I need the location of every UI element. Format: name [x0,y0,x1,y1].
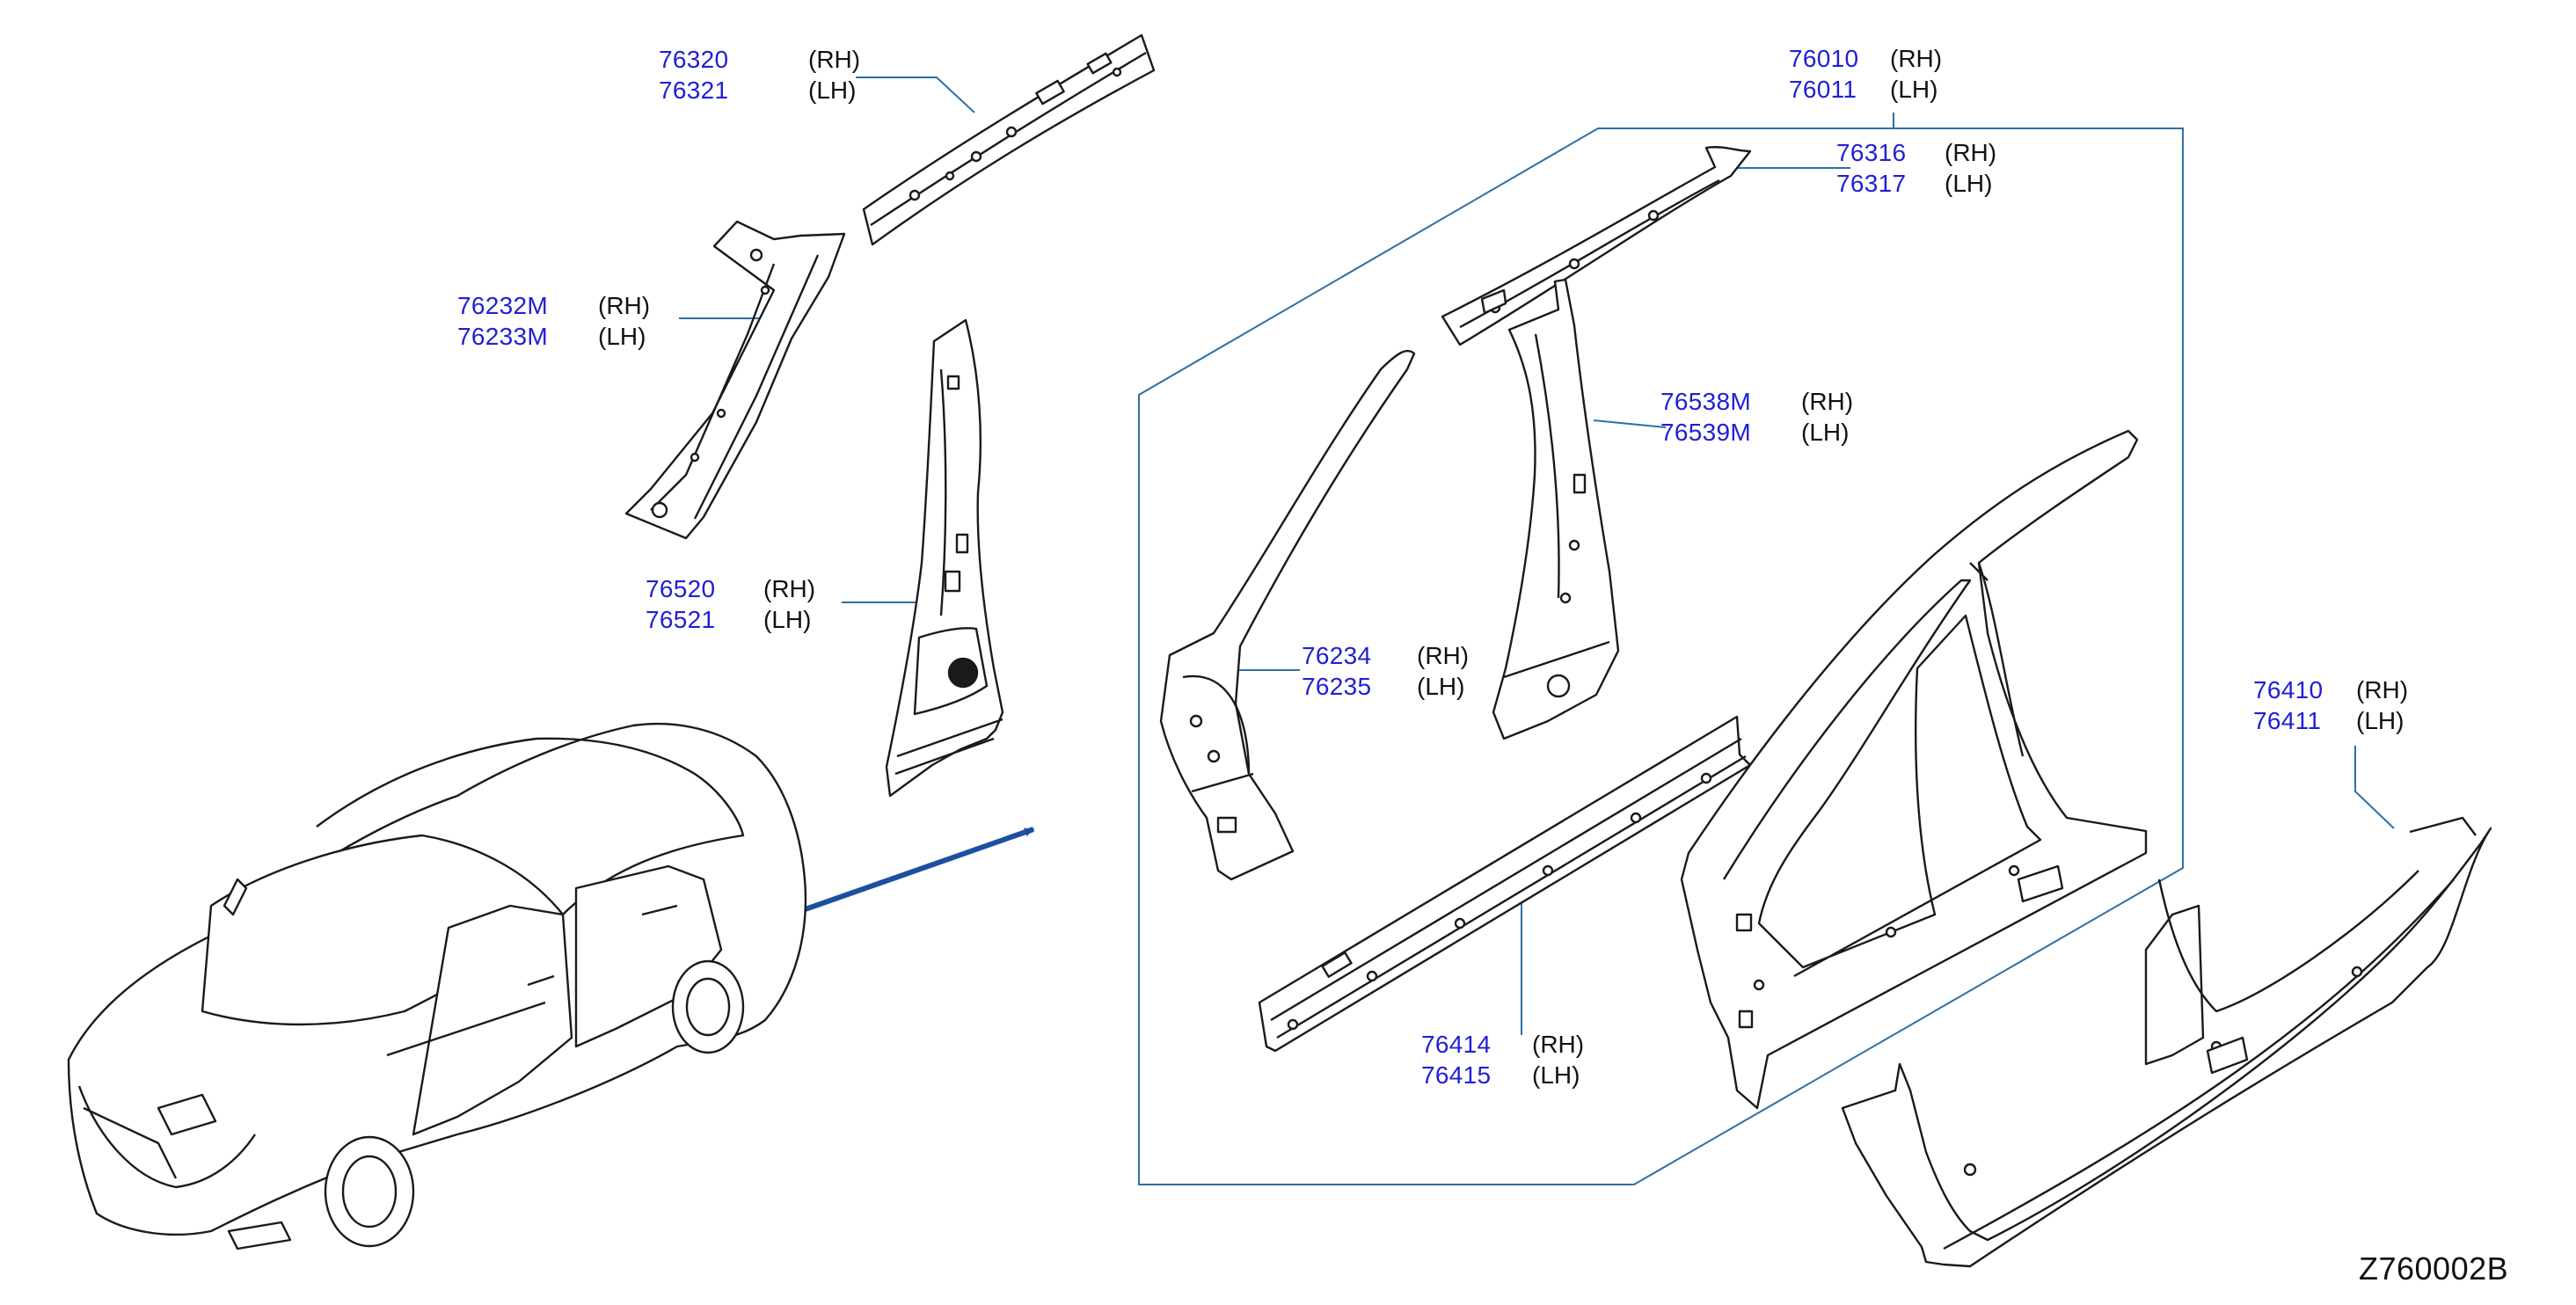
side-label: (LH) [1417,673,1465,700]
center-pillar-reinforcement-drawing [1492,278,1620,740]
part-number-link[interactable]: 76232M [457,292,548,319]
sill-outer-drawing [1841,816,2492,1268]
line-art [67,33,2492,1268]
side-label: (LH) [2356,707,2405,734]
front-pillar-reinforcement-drawing [1159,349,1416,881]
part-number-link[interactable]: 76521 [646,606,716,633]
center-pillar-inner-drawing [885,318,1004,798]
callout-center-pillar-inner: 76520 (RH) 76521 (LH) [646,575,815,633]
side-label: (LH) [1890,76,1938,103]
part-number-link[interactable]: 76539M [1660,419,1751,446]
side-label: (RH) [1890,45,1943,72]
side-label: (RH) [763,575,816,602]
side-label: (LH) [1532,1061,1580,1089]
callout-center-pillar-reinforcement: 76538M (RH) 76539M (LH) [1660,388,1853,446]
part-number-link[interactable]: 76410 [2253,676,2324,704]
assembly-outline [1138,128,2184,1185]
side-label: (RH) [1417,642,1470,669]
roof-side-rail-drawing [1441,146,1752,346]
side-label: (RH) [808,46,861,73]
part-number-link[interactable]: 76011 [1789,76,1857,103]
callout-sill-inner: 76414 (RH) 76415 (LH) [1421,1031,1584,1089]
leader-line-76320 [856,77,975,113]
side-label: (LH) [763,606,812,633]
part-number-link[interactable]: 76415 [1421,1061,1492,1089]
sill-inner-drawing [1258,715,1752,1053]
part-number-link[interactable]: 76520 [646,575,716,602]
side-label: (RH) [1532,1031,1585,1058]
side-label: (LH) [1945,170,1993,197]
part-number-link[interactable]: 76320 [659,46,729,73]
callout-roof-side-rail: 76316 (RH) 76317 (LH) [1836,139,1996,197]
part-number-link[interactable]: 76317 [1836,170,1907,197]
side-label: (LH) [808,77,857,104]
side-label: (RH) [2356,676,2409,704]
side-label: (RH) [1945,139,1997,166]
part-number-link[interactable]: 76414 [1421,1031,1492,1058]
callout-sill-outer: 76410 (RH) 76411 (LH) [2253,676,2408,734]
callout-front-pillar-upper: 76232M (RH) 76233M (LH) [457,292,650,350]
part-number-link[interactable]: 76538M [1660,388,1751,415]
leader-line-76538m [1593,419,1667,428]
part-number-link[interactable]: 76010 [1789,45,1859,72]
part-number-link[interactable]: 76316 [1836,139,1907,166]
roof-rail-outer-drawing [862,33,1156,246]
side-label: (LH) [1801,419,1850,446]
callout-body-side-outer: 76010 (RH) 76011 (LH) [1789,45,1942,103]
body-side-outer-drawing [1680,429,2148,1110]
part-number-link[interactable]: 76234 [1302,642,1372,669]
callout-roof-rail-outer: 76320 (RH) 76321 (LH) [659,46,860,104]
part-number-link[interactable]: 76235 [1302,673,1372,700]
callout-front-pillar-reinforcement: 76234 (RH) 76235 (LH) [1302,642,1469,700]
part-number-link[interactable]: 76233M [457,323,548,350]
part-number-link[interactable]: 76411 [2253,707,2322,734]
side-label: (LH) [598,323,646,350]
car-body-drawing [67,722,807,1250]
part-number-link[interactable]: 76321 [659,77,729,104]
side-label: (RH) [1801,388,1854,415]
leader-line-76410 [2354,746,2395,829]
front-pillar-upper-drawing [624,220,846,540]
diagram-code: Z760002B [2359,1250,2509,1287]
side-label: (RH) [598,292,651,319]
